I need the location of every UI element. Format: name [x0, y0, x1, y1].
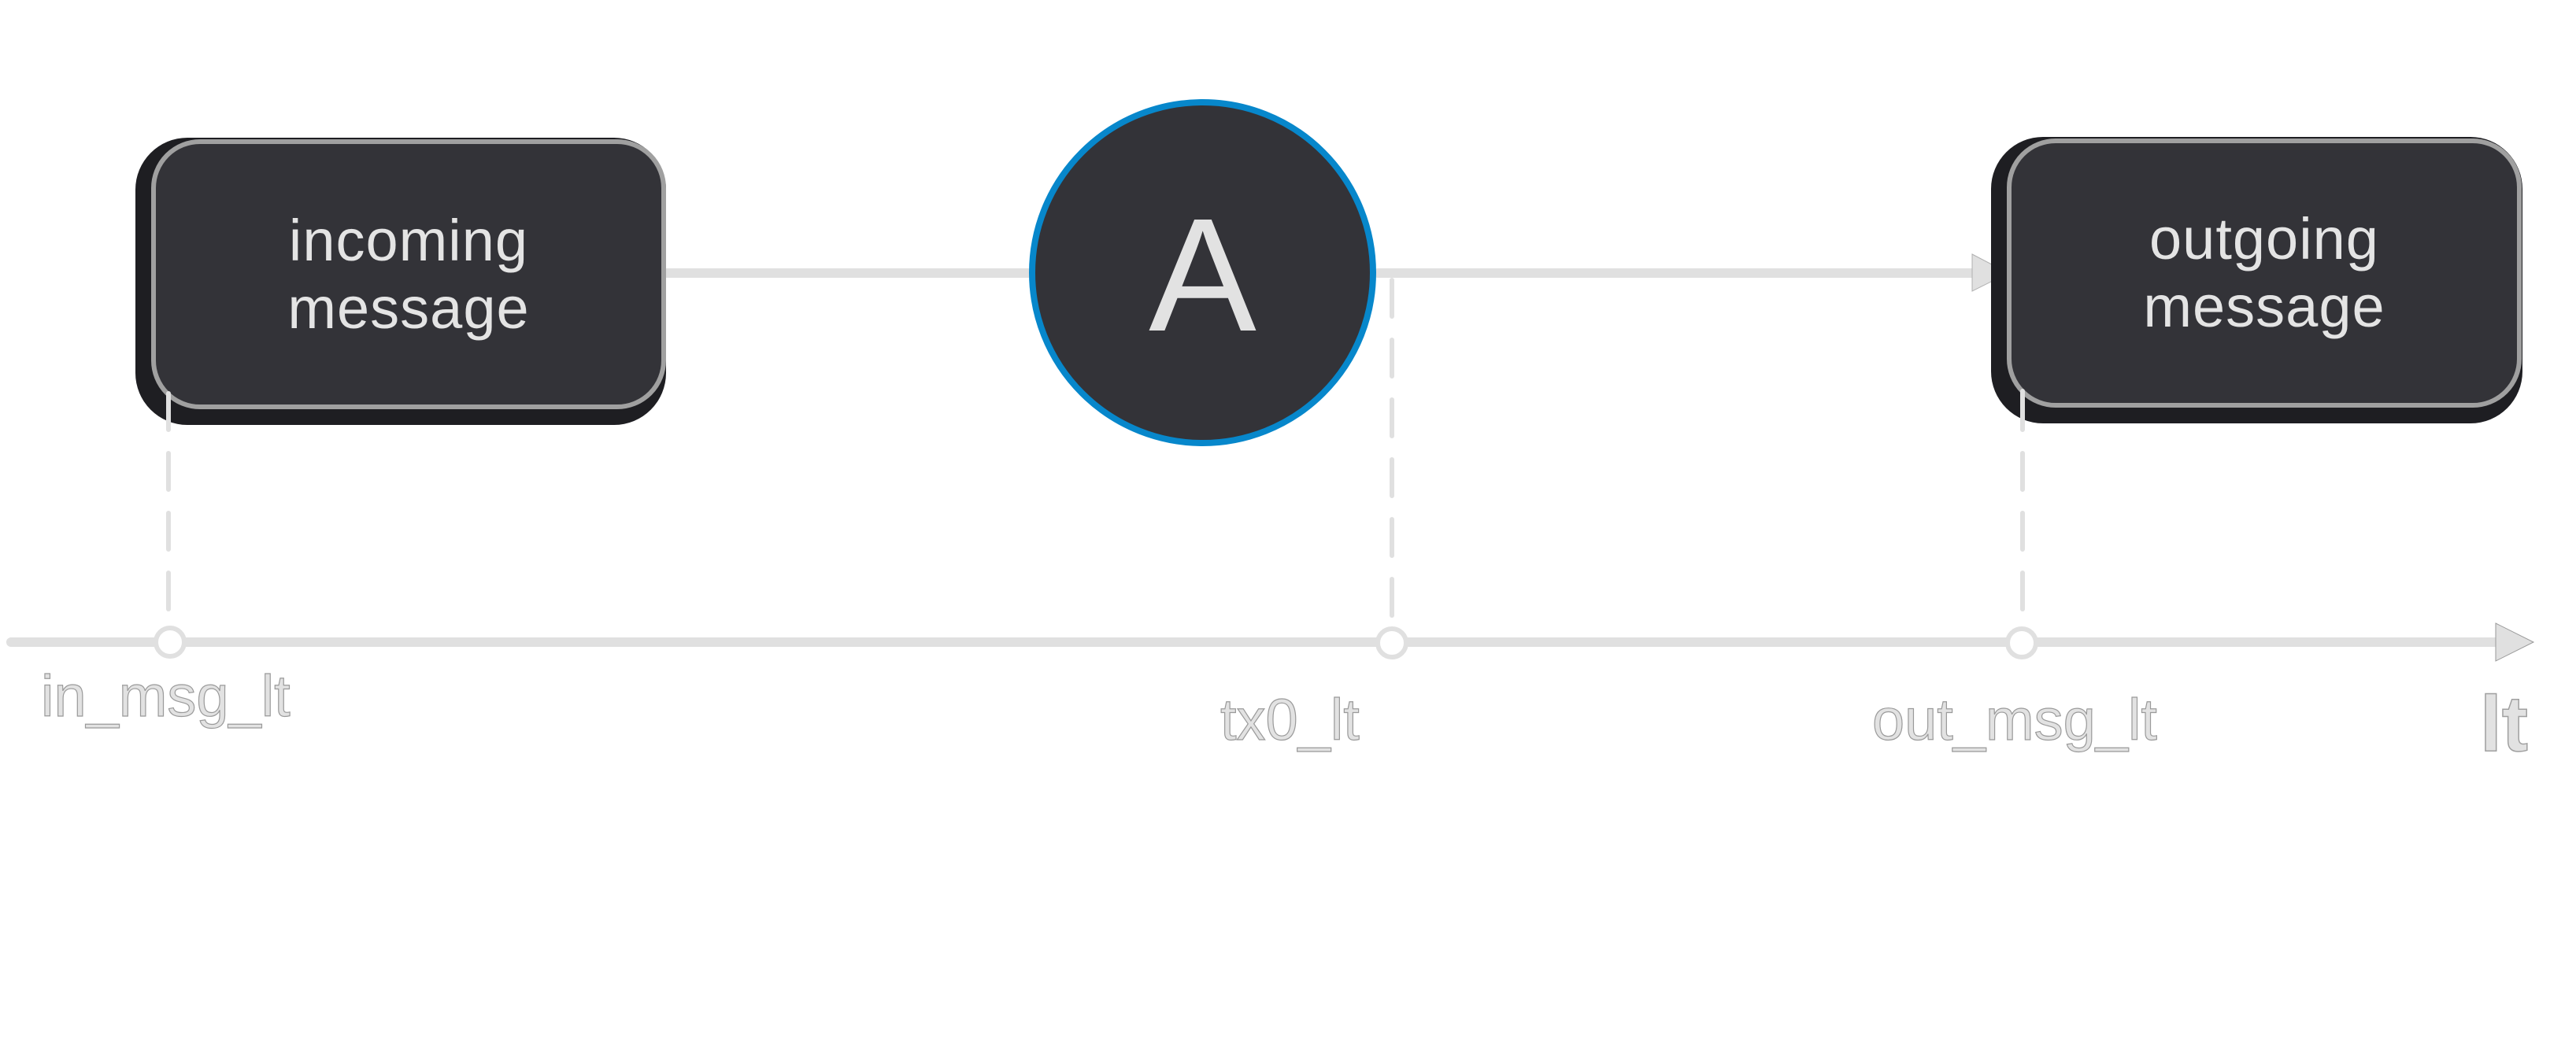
tick-label-in-msg-lt: in_msg_lt [40, 663, 291, 729]
axis-arrowhead-icon [2495, 622, 2535, 662]
outgoing-message-label: outgoing message [2143, 205, 2385, 341]
actor-a-label: A [1149, 185, 1257, 365]
tick-in-msg-icon [154, 626, 187, 659]
outgoing-label-line-1: outgoing [2149, 206, 2379, 271]
incoming-label-line-2: message [287, 275, 530, 341]
tick-out-msg-icon [2005, 626, 2038, 659]
axis-name-lt: lt [2479, 680, 2529, 768]
tick-markers [154, 626, 2038, 659]
incoming-label-line-1: incoming [288, 207, 529, 273]
actor-a-node[interactable]: A [1029, 99, 1376, 446]
outgoing-label-line-2: message [2143, 274, 2385, 339]
incoming-message-label: incoming message [287, 207, 529, 342]
incoming-message-node[interactable]: incoming message [151, 139, 666, 409]
tick-label-tx0-lt: tx0_lt [1220, 687, 1360, 752]
tick-label-out-msg-lt: out_msg_lt [1871, 687, 2157, 752]
outgoing-message-node[interactable]: outgoing message [2007, 139, 2522, 408]
arrowhead-icon [1971, 253, 2010, 292]
dashed-guides [166, 278, 2025, 626]
tick-tx0-icon [1375, 626, 1408, 659]
